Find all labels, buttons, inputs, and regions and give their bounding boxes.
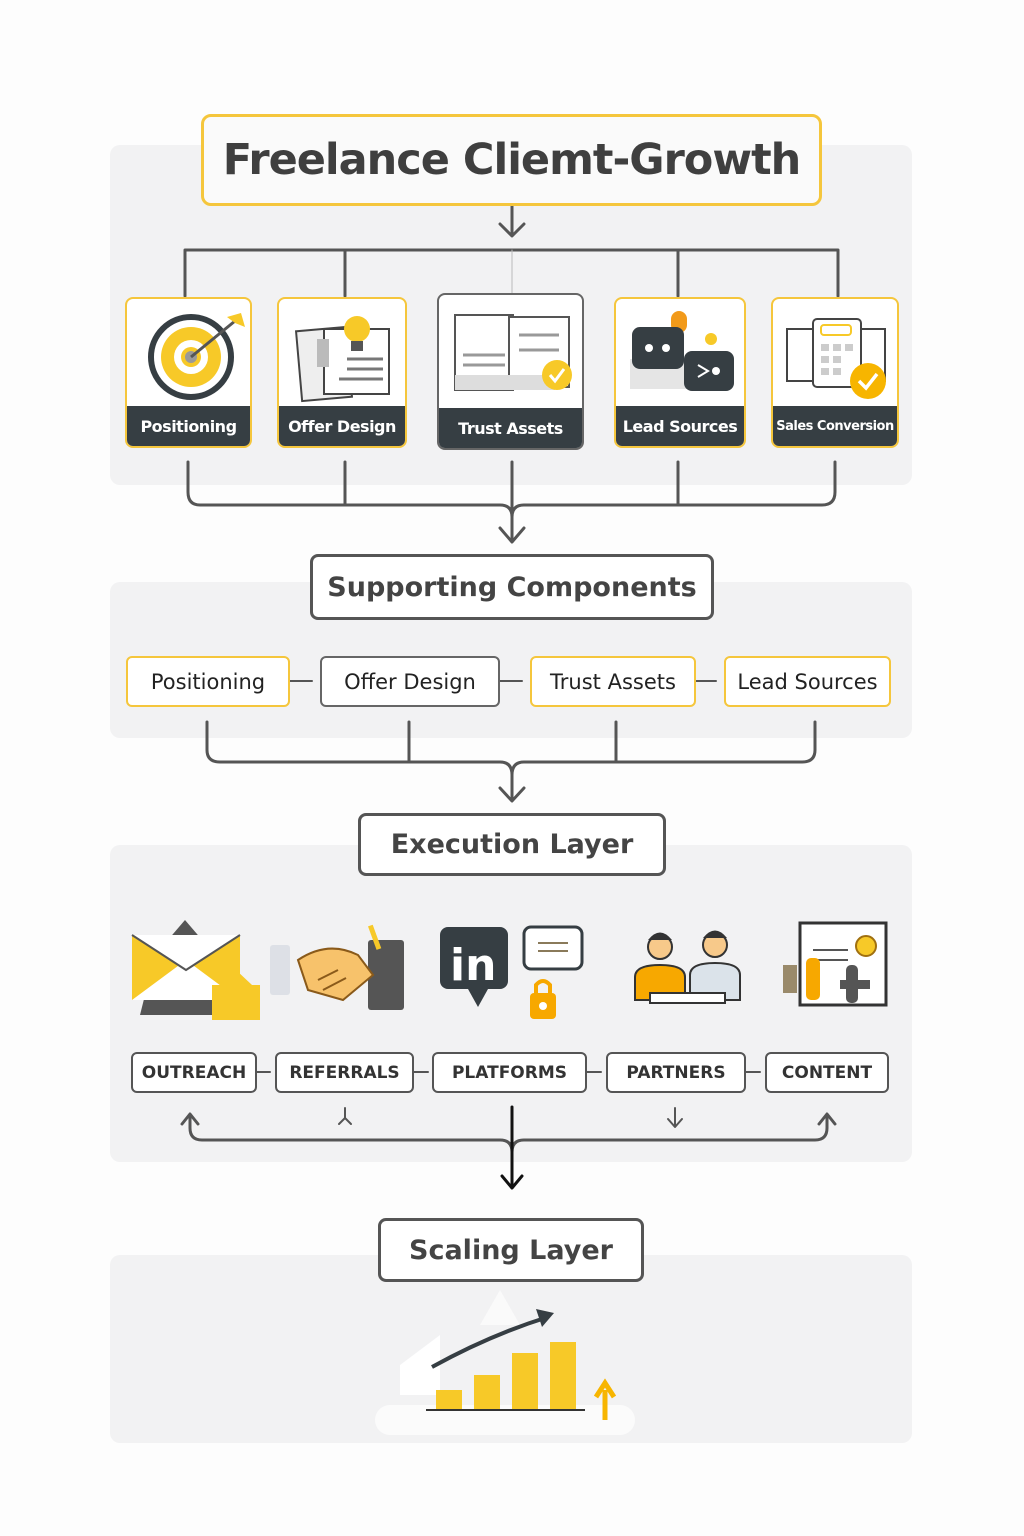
target-icon bbox=[148, 313, 245, 400]
tag-referrals[interactable]: REFERRALS bbox=[275, 1052, 414, 1093]
svg-text:in: in bbox=[450, 940, 496, 991]
card-trust-assets[interactable]: Trust Assets bbox=[437, 293, 584, 450]
card-offer-design[interactable]: Offer Design bbox=[277, 297, 407, 448]
page-title: Freelance Cliemt-Growth bbox=[201, 114, 822, 206]
card-label: Trust Assets bbox=[439, 408, 582, 448]
scaling-layer-heading: Scaling Layer bbox=[378, 1218, 644, 1282]
card-label: Sales Conversion bbox=[773, 406, 897, 446]
card-label: Positioning bbox=[127, 406, 250, 446]
card-label: Offer Design bbox=[279, 406, 405, 446]
tag-outreach[interactable]: OUTREACH bbox=[131, 1052, 257, 1093]
tag-content[interactable]: CONTENT bbox=[765, 1052, 889, 1093]
growth-chart-icon bbox=[375, 1290, 635, 1435]
supporting-components-heading: Supporting Components bbox=[310, 554, 714, 620]
documents-check-icon bbox=[454, 314, 572, 391]
linkedin-icon: in bbox=[440, 925, 584, 1019]
card-label: Lead Sources bbox=[616, 406, 744, 446]
pill-lead-sources[interactable]: Lead Sources bbox=[724, 656, 891, 707]
megaphone-document-icon bbox=[783, 921, 888, 1007]
people-icon bbox=[634, 930, 741, 1004]
card-positioning[interactable]: Positioning bbox=[125, 297, 252, 448]
execution-layer-heading: Execution Layer bbox=[358, 813, 666, 876]
card-sales-conversion[interactable]: Sales Conversion bbox=[771, 297, 899, 448]
document-lightbulb-icon bbox=[294, 316, 390, 403]
chat-bots-icon bbox=[630, 311, 734, 391]
pill-offer-design[interactable]: Offer Design bbox=[320, 656, 500, 707]
pill-trust-assets[interactable]: Trust Assets bbox=[530, 656, 696, 707]
handshake-icon bbox=[270, 924, 404, 1010]
card-lead-sources[interactable]: Lead Sources bbox=[614, 297, 746, 448]
tag-platforms[interactable]: PLATFORMS bbox=[432, 1052, 587, 1093]
calendar-check-icon bbox=[786, 318, 886, 399]
tag-partners[interactable]: PARTNERS bbox=[606, 1052, 746, 1093]
envelope-icon bbox=[131, 920, 260, 1020]
pill-positioning[interactable]: Positioning bbox=[126, 656, 290, 707]
